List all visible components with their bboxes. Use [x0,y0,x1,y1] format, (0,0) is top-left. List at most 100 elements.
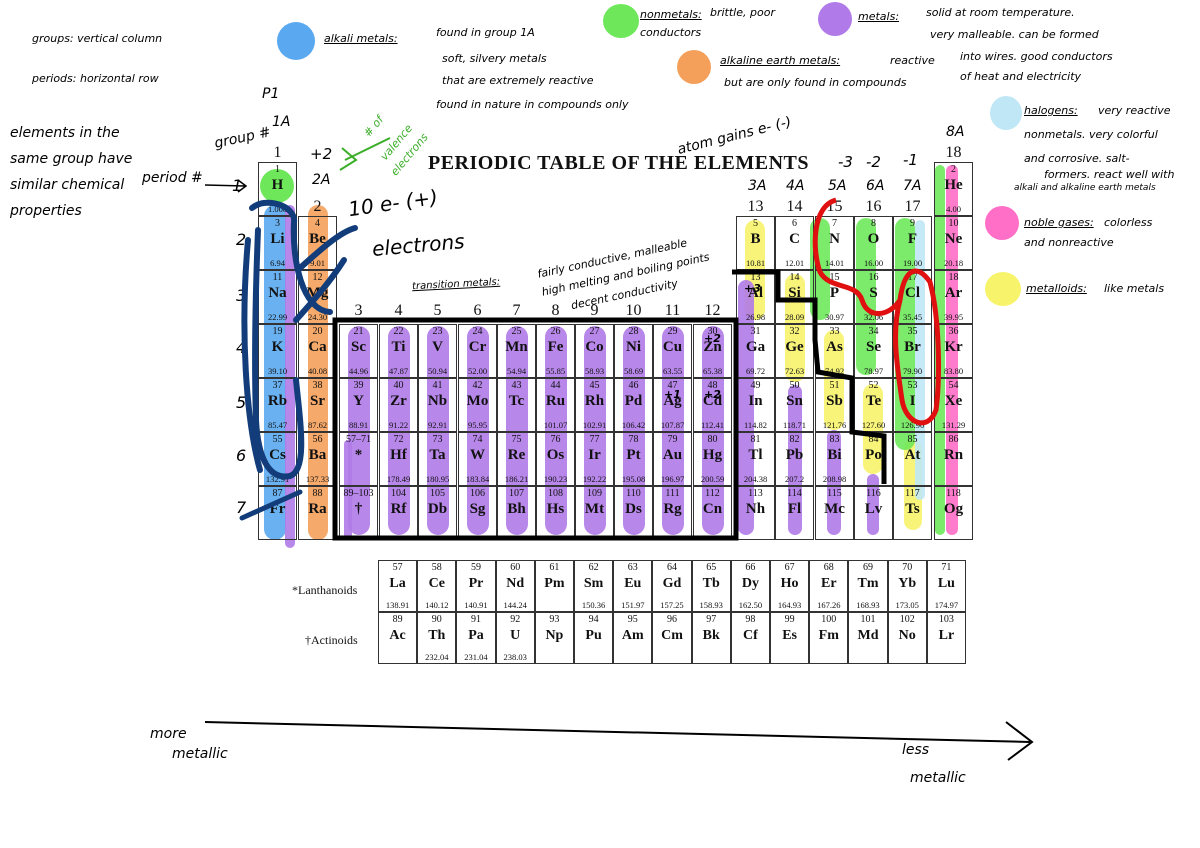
metal-bar-g16 [867,474,879,535]
metalloids-label: metalloids: [1026,282,1087,295]
element-v-number: 23 [432,326,443,337]
lanthanoid-tm-symbol: Tm [857,576,879,591]
note-less-metallic-2: metallic [910,770,966,786]
element-p-number: 15 [829,272,840,283]
element-s-mass: 32.06 [863,312,884,322]
element-w-symbol: W [470,447,485,463]
element-ti-mass: 47.87 [388,366,409,376]
element-tc-symbol: Tc [508,393,525,409]
actinoid-bk-number: 97 [706,614,717,625]
alkaline-desc-2: but are only found in compounds [724,76,907,89]
group-letter-g1: 1A [272,114,291,130]
alkali-label: alkali metals: [324,32,398,45]
group-number-17: 17 [904,198,921,215]
element-sn-number: 50 [789,380,800,391]
element-ar-mass: 39.95 [943,312,964,322]
element-as-number: 33 [829,326,840,337]
note-more-metallic-1: more [150,726,187,742]
group-number-6: 6 [473,302,482,319]
element-rh-symbol: Rh [584,393,605,409]
lanthanoid-ho-mass: 164.93 [777,600,802,610]
element-he-symbol: He [944,177,963,193]
element-ne-symbol: Ne [944,231,963,247]
actinoids-label: †Actinoids [305,633,358,647]
metals-desc-3: into wires. good conductors [960,50,1113,63]
element-ds-number: 110 [626,488,641,499]
note-plus1-ag: +1 [664,388,681,401]
actinoid-bk-symbol: Bk [702,628,720,643]
element-og-number: 118 [946,488,961,499]
group-letter-g16: 6A [866,178,885,194]
alkaline-color-dot [677,50,711,84]
actinoid-pu-number: 94 [588,614,599,625]
lanthanoid-tb-symbol: Tb [702,576,720,591]
element-y-mass: 88.91 [348,420,369,430]
group-number-7: 7 [512,302,521,319]
lanthanoid-pr-mass: 140.91 [464,600,488,610]
element-b-number: 5 [753,218,758,229]
element-sr-symbol: Sr [310,393,325,409]
element-li-mass: 6.94 [270,258,285,268]
element-zr-symbol: Zr [390,393,407,409]
element-xe-symbol: Xe [944,393,963,409]
element-v-symbol: V [432,339,443,355]
element-ru-number: 44 [550,380,561,391]
note-period-num: period # [142,170,203,186]
element-cs-mass: 132.91 [265,474,290,484]
period-label-1: 1 [232,176,243,195]
element-kr-number: 36 [948,326,959,337]
element-ca-mass: 40.08 [307,366,328,376]
element-cl-mass: 35.45 [902,312,923,322]
halogens-desc-3: and corrosive. salt- [1024,152,1130,165]
element-rb-symbol: Rb [267,393,288,409]
actinoid-u-number: 92 [510,614,521,625]
element-c-number: 6 [792,218,797,229]
element-mo-mass: 95.95 [467,420,488,430]
alkaline-label: alkaline earth metals: [720,54,841,67]
element-sn-mass: 118.71 [782,420,807,430]
placeholder-actinoids-symbol: † [354,501,363,517]
hydrogen-dot [260,169,294,203]
actinoid-md-number: 101 [860,614,876,625]
alkali-desc-2: soft, silvery metals [442,52,547,65]
noble-label: noble gases: [1024,216,1094,229]
note-more-metallic-2: metallic [172,746,228,762]
element-ar-symbol: Ar [944,285,963,301]
element-hs-symbol: Hs [546,501,565,517]
group-number-3: 3 [354,302,363,319]
noble-desc-2: and nonreactive [1024,236,1114,249]
element-ba-number: 56 [312,434,323,445]
element-mn-number: 25 [511,326,522,337]
lanthanoid-yb-number: 70 [902,562,913,573]
lanthanoid-gd-mass: 157.25 [660,600,684,610]
lanthanoid-tm-number: 69 [862,562,873,573]
element-al-mass: 26.98 [745,312,766,322]
group-letter-g18: 8A [946,124,965,140]
noble-bar [946,165,958,535]
element-n-mass: 14.01 [824,258,845,268]
lanthanoid-pm-number: 61 [549,562,560,573]
